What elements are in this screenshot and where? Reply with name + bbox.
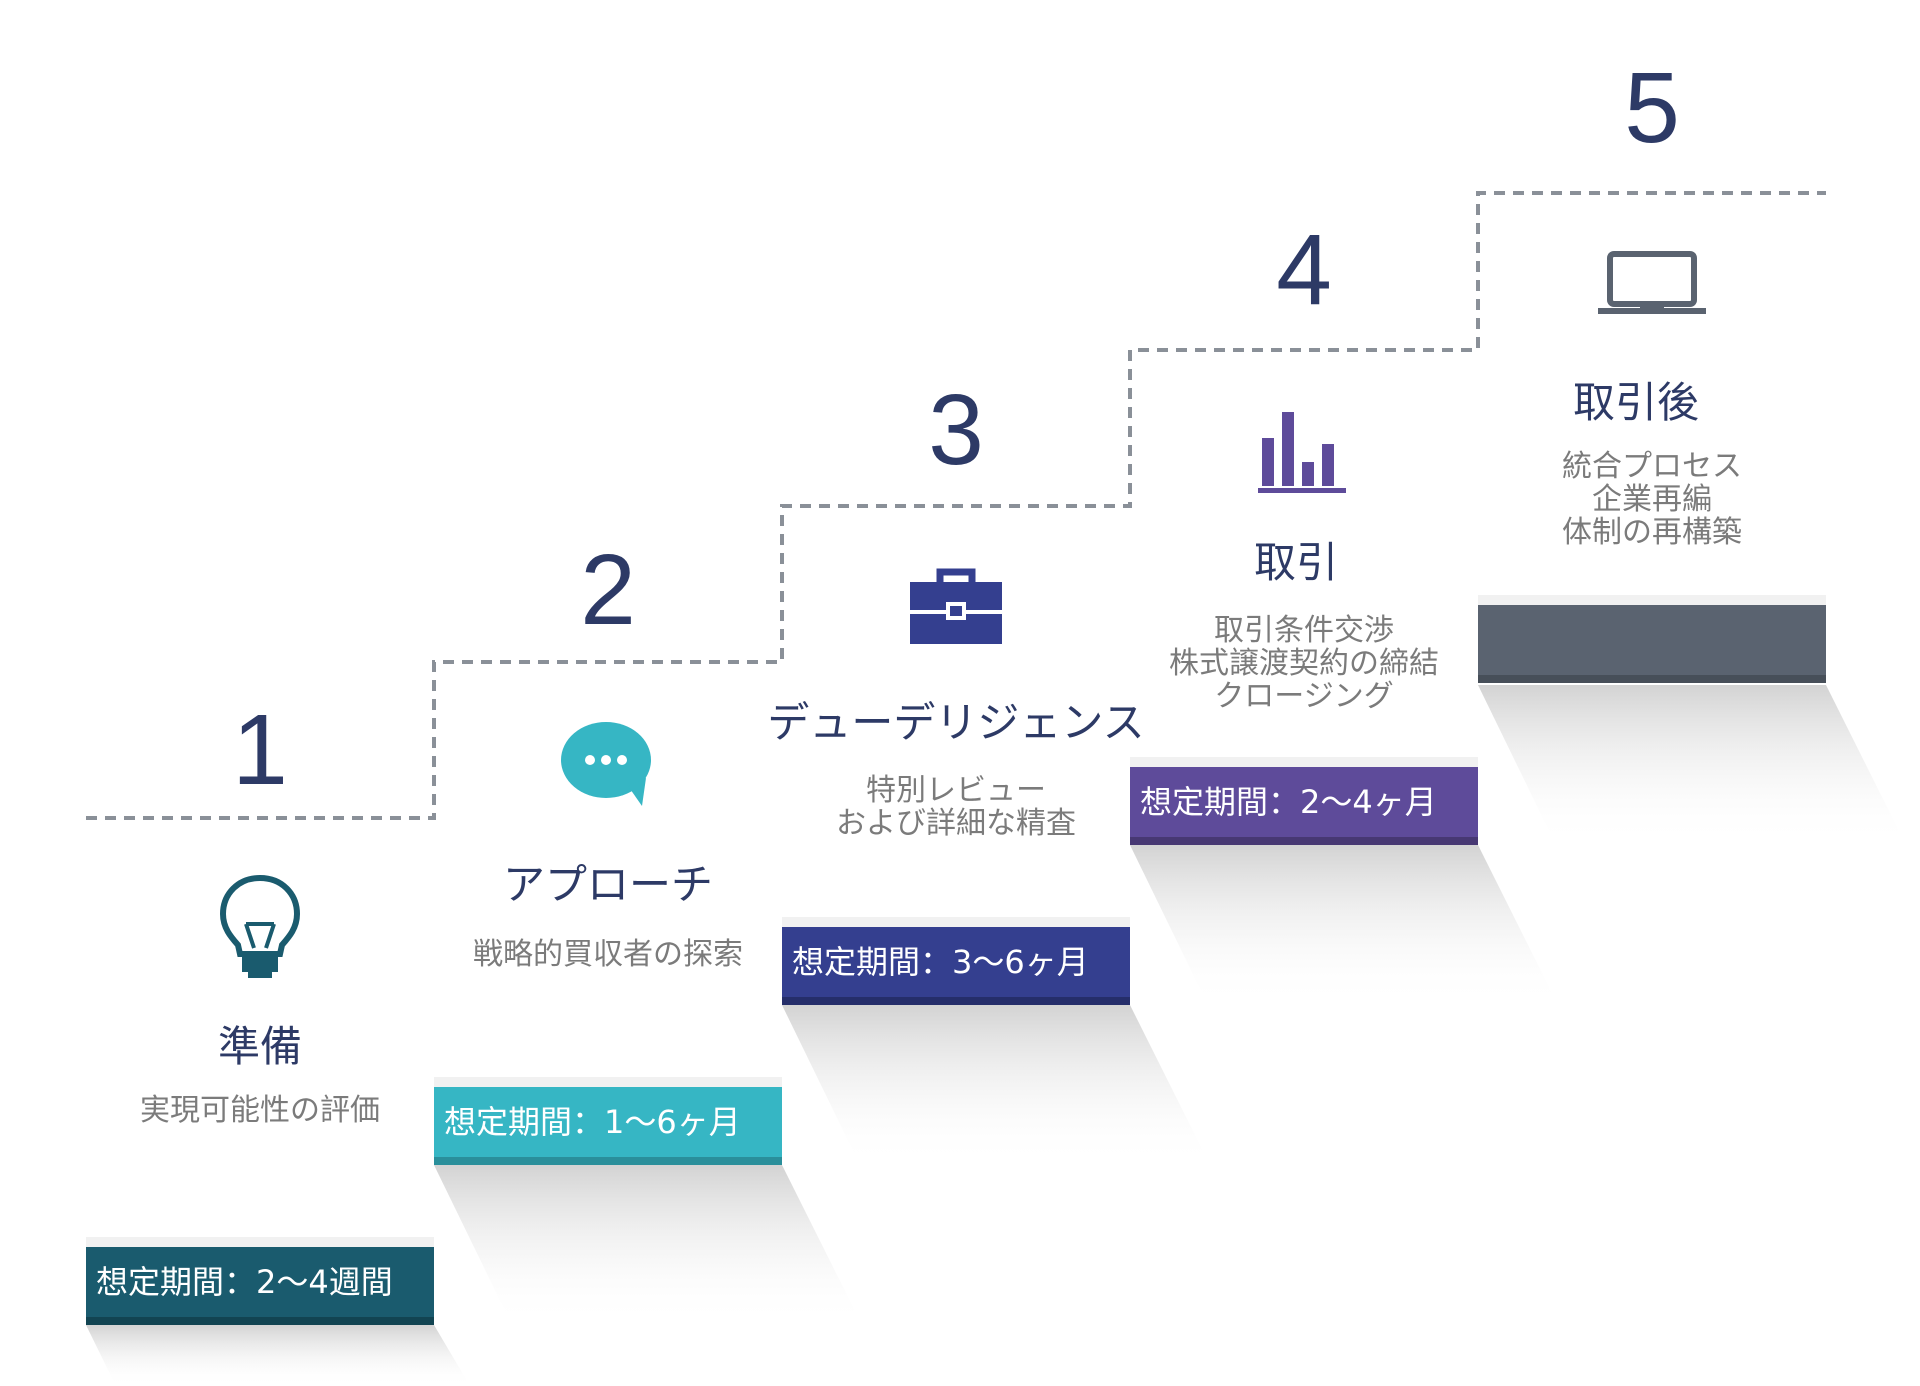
step-title: 取引後 [1572, 378, 1699, 427]
step-number: 3 [928, 374, 984, 486]
laptop-icon [1598, 251, 1706, 314]
period-bar-base [86, 1317, 434, 1325]
period-text: 想定期間：3〜6ヶ月 [782, 927, 1130, 997]
lightbulb-icon [219, 874, 301, 978]
step-number: 2 [580, 534, 636, 646]
briefcase-icon [910, 568, 1002, 644]
period-text [1478, 605, 1826, 675]
step-number: 1 [232, 694, 288, 806]
period-label: 想定期間：2〜4ヶ月 [1130, 757, 1478, 845]
period-bar-base [1130, 837, 1478, 845]
description-line: 体制の再構築 [1562, 515, 1742, 550]
step-description: 取引条件交渉 株式譲渡契約の締結 クロージング [1104, 614, 1504, 713]
step-title: 取引 [1253, 538, 1338, 587]
step-description: 戦略的買収者の探索 [408, 938, 808, 971]
period-text: 想定期間：1〜6ヶ月 [434, 1087, 782, 1157]
bar-chart-icon [1258, 412, 1346, 493]
period-label [1478, 595, 1826, 683]
step-description: 特別レビュー および詳細な精査 [756, 774, 1156, 840]
period-text: 想定期間：2〜4ヶ月 [1130, 767, 1478, 837]
description-line: 株式譲渡契約の締結 [1169, 646, 1439, 681]
step-title: 準備 [217, 1022, 302, 1071]
period-bar-base [434, 1157, 782, 1165]
description-line: 企業再編 [1592, 482, 1712, 517]
period-bar-base [782, 997, 1130, 1005]
step-description: 実現可能性の評価 [60, 1094, 460, 1127]
period-label: 想定期間：3〜6ヶ月 [782, 917, 1130, 1005]
step-number: 4 [1276, 214, 1332, 326]
step-title: デューデリジェンス [767, 698, 1145, 747]
period-label: 想定期間：2〜4週間 [86, 1237, 434, 1325]
period-bar-base [1478, 675, 1826, 683]
period-text: 想定期間：2〜4週間 [86, 1247, 434, 1317]
step-description: 統合プロセス 企業再編 体制の再構築 [1452, 450, 1852, 549]
step-1-shadow [86, 1325, 470, 1386]
description-line: 特別レビュー [866, 773, 1046, 808]
step-3-shadow [782, 1005, 1210, 1165]
step-4-shadow [1130, 845, 1558, 1005]
step-title: アプローチ [502, 860, 713, 909]
description-line: 実現可能性の評価 [140, 1093, 380, 1128]
description-line: 統合プロセス [1562, 449, 1742, 484]
step-number: 5 [1624, 52, 1680, 164]
description-line: および詳細な精査 [836, 806, 1076, 841]
description-line: 取引条件交渉 [1214, 613, 1394, 648]
description-line: 戦略的買収者の探索 [473, 937, 743, 972]
description-line: クロージング [1214, 679, 1394, 714]
chat-bubble-icon [561, 722, 651, 806]
step-5-shadow [1478, 685, 1906, 845]
step-2-shadow [434, 1165, 862, 1325]
period-label: 想定期間：1〜6ヶ月 [434, 1077, 782, 1165]
